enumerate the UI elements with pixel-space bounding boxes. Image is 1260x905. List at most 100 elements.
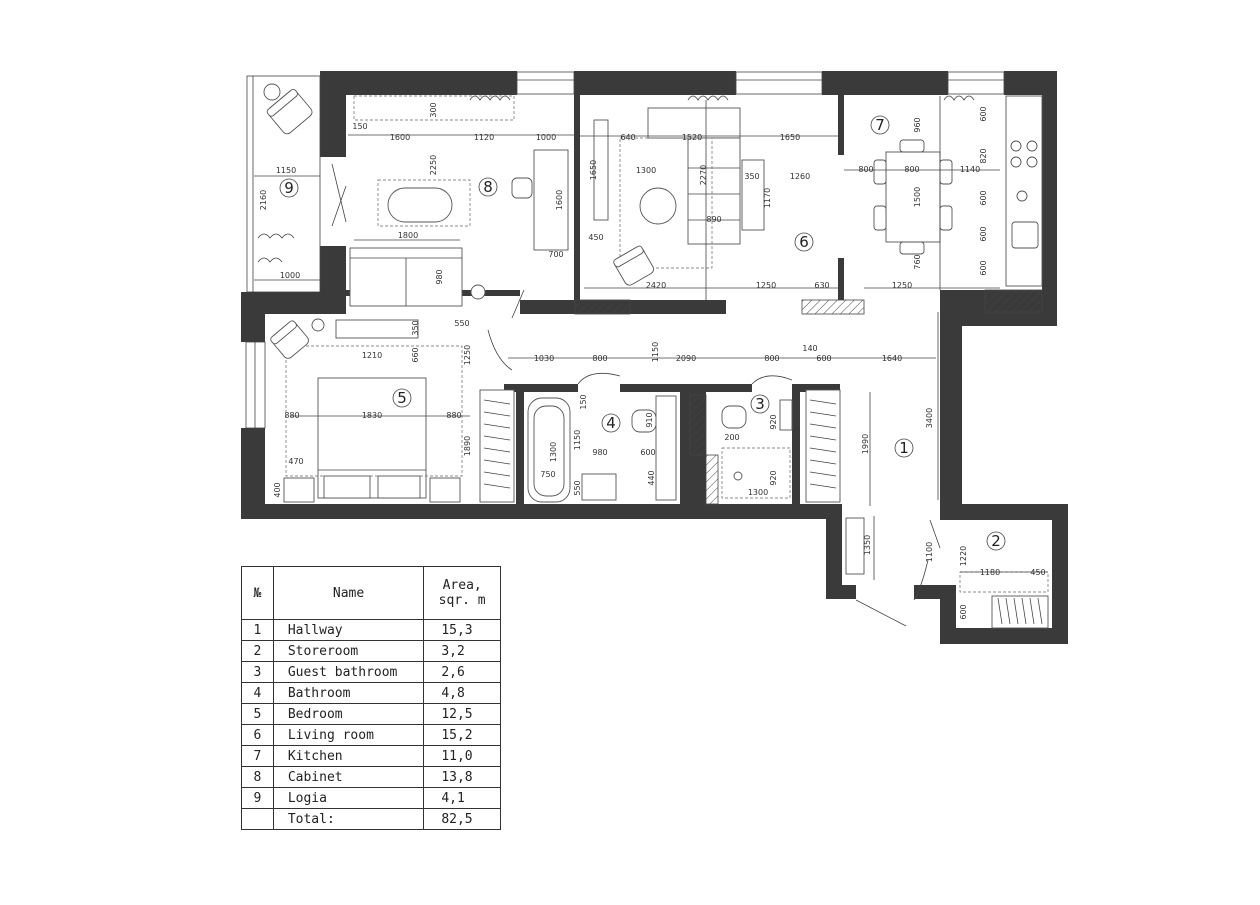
- kitchen-sink-icon: [1016, 190, 1028, 202]
- row-number: 7: [241, 745, 274, 767]
- dim-label: 1640: [882, 354, 902, 363]
- svg-text:7: 7: [875, 116, 885, 134]
- dim-label: 1250: [756, 281, 776, 290]
- logia-armchair: [266, 88, 313, 135]
- dim-label: 1100: [925, 542, 934, 562]
- dim-label: 550: [454, 319, 469, 328]
- dim-label: 1650: [589, 160, 598, 180]
- room-marker-bathroom: 4: [601, 413, 621, 433]
- dim-label: 1180: [980, 568, 1000, 577]
- header-number: №: [241, 566, 274, 620]
- dim-label: 150: [579, 394, 588, 409]
- cabinet-radiator: [469, 95, 511, 101]
- dim-label: 920: [769, 414, 778, 429]
- room-marker-living-room: 6: [794, 232, 814, 252]
- dim-label: 1600: [555, 190, 564, 210]
- dim-label: 470: [288, 457, 303, 466]
- row-number: 2: [241, 640, 274, 662]
- dim-label: 2420: [646, 281, 666, 290]
- kitchen-table: [885, 151, 941, 243]
- dim-label: 750: [540, 470, 555, 479]
- room-marker-bedroom: 5: [392, 388, 412, 408]
- dim-label: 660: [411, 347, 420, 362]
- dimension-lines: [254, 96, 1048, 580]
- dim-label: 1300: [748, 488, 768, 497]
- bedroom-dresser: [335, 319, 419, 339]
- room-marker-logia: 9: [279, 178, 299, 198]
- dim-label: 800: [904, 165, 919, 174]
- dim-label: 600: [959, 604, 968, 619]
- row-name: Bedroom: [272, 703, 425, 725]
- dim-label: 300: [429, 102, 438, 117]
- dim-label: 1300: [636, 166, 656, 175]
- row-area: 2,6: [423, 661, 501, 683]
- row-area: 4,1: [423, 787, 501, 809]
- bedroom-nightstand-left: [283, 477, 315, 503]
- svg-text:5: 5: [397, 389, 407, 407]
- hallway-wardrobe: [805, 389, 841, 503]
- dim-label: 880: [284, 411, 299, 420]
- dim-label: 890: [706, 215, 721, 224]
- dim-label: 600: [816, 354, 831, 363]
- dim-label: 1140: [960, 165, 980, 174]
- dim-label: 760: [913, 254, 922, 269]
- dim-label: 1000: [280, 271, 300, 280]
- dim-label: 800: [764, 354, 779, 363]
- dim-label: 440: [647, 470, 656, 485]
- living-tv-unit: [593, 119, 609, 221]
- cabinet-lamp: [470, 284, 486, 300]
- dim-label: 1000: [536, 133, 556, 142]
- cabinet-desk: [533, 149, 569, 251]
- dim-label: 1150: [573, 430, 582, 450]
- svg-text:8: 8: [483, 178, 493, 196]
- dim-label: 1120: [474, 133, 494, 142]
- furniture: [257, 83, 1049, 629]
- row-number: 3: [241, 661, 274, 683]
- row-name: Bathroom: [272, 682, 425, 704]
- row-name: Living room: [272, 724, 425, 746]
- row-number: 6: [241, 724, 274, 746]
- dim-label: 1890: [463, 436, 472, 456]
- dim-label: 200: [724, 433, 739, 442]
- bedroom-wardrobe: [479, 389, 515, 503]
- row-name: Cabinet: [272, 766, 425, 788]
- dim-label: 960: [913, 117, 922, 132]
- dim-label: 600: [640, 448, 655, 457]
- svg-text:3: 3: [755, 395, 765, 413]
- dim-label: 1520: [682, 133, 702, 142]
- room-marker-storeroom: 2: [986, 531, 1006, 551]
- dim-label: 600: [979, 106, 988, 121]
- header-area: Area, sqr. m: [423, 566, 501, 620]
- dim-label: 980: [592, 448, 607, 457]
- dim-label: 2160: [259, 190, 268, 210]
- svg-text:2: 2: [991, 532, 1001, 550]
- row-area: 15,3: [423, 619, 501, 641]
- row-number: 5: [241, 703, 274, 725]
- dim-label: 1150: [276, 166, 296, 175]
- dim-label: 600: [979, 190, 988, 205]
- dim-label: 450: [1030, 568, 1045, 577]
- dim-label: 800: [592, 354, 607, 363]
- row-name: Hallway: [272, 619, 425, 641]
- living-radiator: [687, 95, 729, 101]
- logia-plant: [257, 233, 295, 239]
- dim-label: 630: [814, 281, 829, 290]
- row-number: 9: [241, 787, 274, 809]
- dim-label: 1250: [892, 281, 912, 290]
- svg-text:4: 4: [606, 414, 616, 432]
- dim-label: 800: [858, 165, 873, 174]
- row-area: 11,0: [423, 745, 501, 767]
- row-area: 12,5: [423, 703, 501, 725]
- kitchen-radiator: [943, 95, 975, 101]
- bedroom-nightstand-right: [429, 477, 461, 503]
- dim-label: 1300: [549, 442, 558, 462]
- bedroom-armchair: [270, 320, 309, 359]
- svg-text:6: 6: [799, 233, 809, 251]
- table-header-row: № Name Area, sqr. m: [241, 566, 501, 620]
- dim-label: 910: [645, 412, 654, 427]
